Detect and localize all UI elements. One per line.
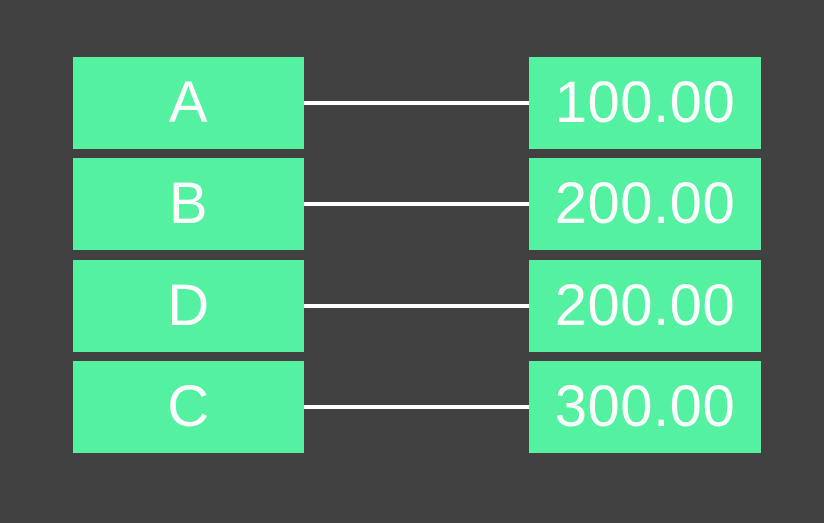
key-label: C <box>167 373 210 439</box>
connector-line <box>304 202 529 207</box>
key-node: C <box>73 360 304 453</box>
mapping-row: C 300.00 <box>73 360 761 453</box>
connector-line <box>304 101 529 105</box>
connector-line <box>304 404 529 409</box>
key-label: B <box>168 171 209 237</box>
connector-line <box>304 303 529 308</box>
key-label: D <box>167 272 210 338</box>
mapping-row: D 200.00 <box>73 259 761 352</box>
value-label: 100.00 <box>554 70 736 135</box>
key-label: A <box>168 70 209 135</box>
key-node: B <box>73 158 304 251</box>
mapping-row: A 100.00 <box>73 57 761 149</box>
mapping-rows: A 100.00 B 200.00 D 200.00 <box>73 57 761 453</box>
mapping-row: B 200.00 <box>73 158 761 251</box>
value-label: 200.00 <box>554 171 736 237</box>
value-node: 200.00 <box>529 158 761 251</box>
value-label: 300.00 <box>554 373 736 439</box>
value-label: 200.00 <box>554 272 736 338</box>
value-node: 300.00 <box>529 360 761 453</box>
value-node: 200.00 <box>529 259 761 352</box>
key-node: A <box>73 57 304 149</box>
key-node: D <box>73 259 304 352</box>
value-node: 100.00 <box>529 57 761 149</box>
